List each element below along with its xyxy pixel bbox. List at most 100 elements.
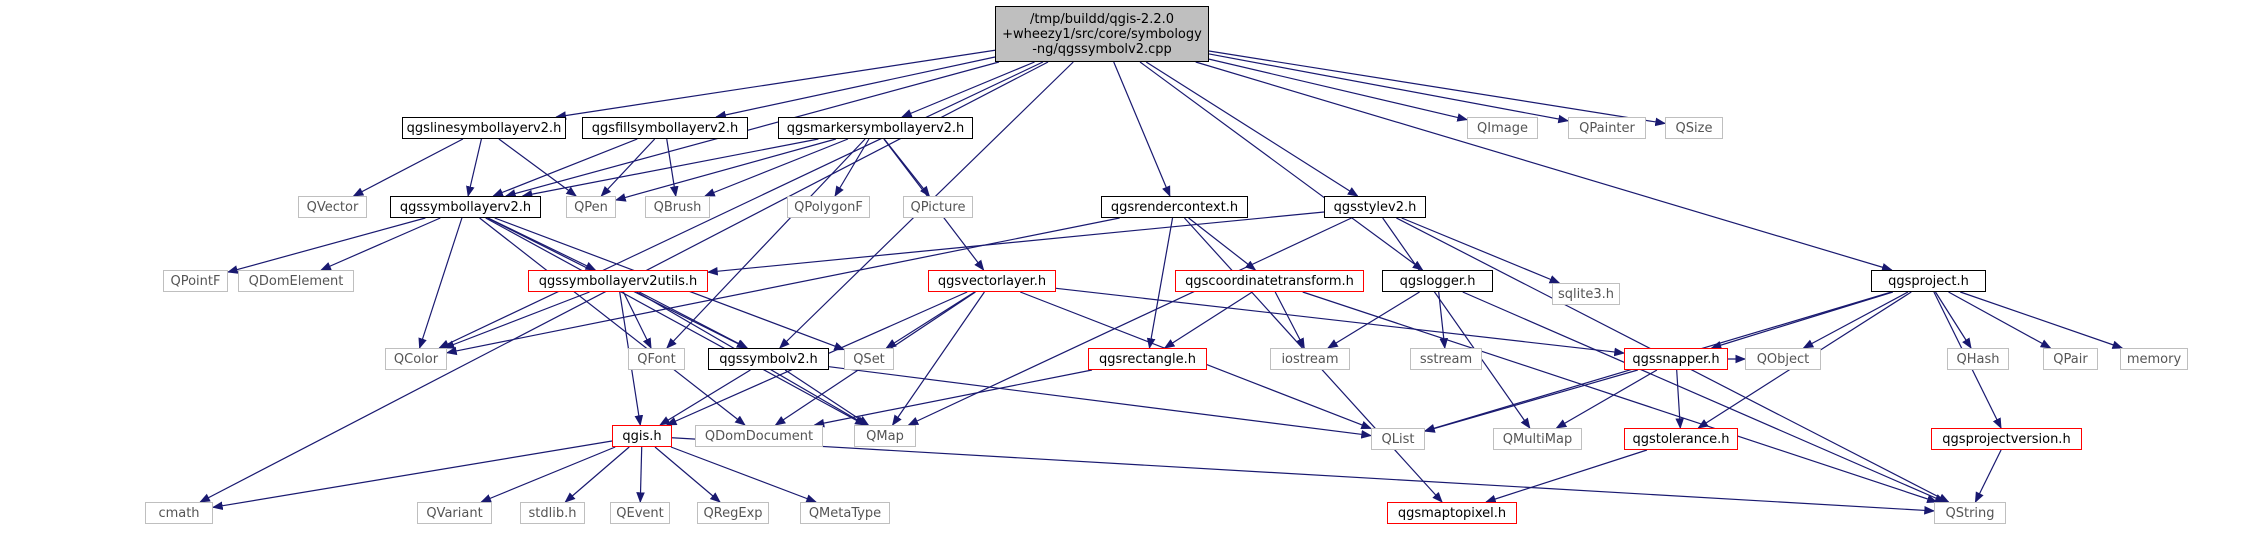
qgsprojectversion-label: qgsprojectversion.h <box>1942 431 2071 447</box>
qgssymbollayerv2utils-node[interactable]: qgssymbollayerv2utils.h <box>528 270 708 292</box>
edge-qgis-to-qvariant <box>480 446 616 503</box>
qhash-label: QHash <box>1956 351 2000 367</box>
qregexp-node: QRegExp <box>697 502 769 524</box>
qgslogger-label: qgslogger.h <box>1399 273 1476 289</box>
root-line-1: /tmp/buildd/qgis-2.2.0 <box>1029 11 1175 27</box>
qimage-label: QImage <box>1477 120 1528 136</box>
qgstolerance-label: qgstolerance.h <box>1632 431 1730 447</box>
qmultimap-label: QMultiMap <box>1502 431 1573 447</box>
qgssymbolv2-node[interactable]: qgssymbolv2.h <box>708 348 829 370</box>
edge-qgsproject-to-qgssnapper <box>1710 291 1894 350</box>
qgstolerance-node[interactable]: qgstolerance.h <box>1624 428 1738 450</box>
qgslogger-node[interactable]: qgslogger.h <box>1382 270 1493 292</box>
root-line-2: +wheezy1/src/core/symbology <box>1002 26 1202 42</box>
edge-qgslinesymbollayerv2-to-qgssymbollayerv2 <box>466 138 483 198</box>
edge-qgsvectorlayer-to-qgssnapper <box>1055 287 1626 357</box>
root-line-3: -ng/qgssymbolv2.cpp <box>1032 41 1172 57</box>
edge-qgslogger-to-qstring <box>1462 291 1946 503</box>
qcolor-label: QColor <box>393 351 439 367</box>
edge-qgsmarkersymbollayerv2-to-qpolygonf <box>834 138 870 197</box>
qmetatype-label: QMetaType <box>808 505 882 521</box>
edge-root-to-qgslogger <box>1139 61 1424 271</box>
qgsstylev2-node[interactable]: qgsstylev2.h <box>1324 196 1426 218</box>
iostream-label: iostream <box>1281 351 1339 367</box>
edge-qgsproject-to-qpair <box>1948 291 2052 349</box>
edge-root-to-qgsproject <box>1195 61 1893 272</box>
qgsfillsymbollayerv2-node[interactable]: qgsfillsymbollayerv2.h <box>582 117 748 139</box>
qgsmaptopixel-node[interactable]: qgsmaptopixel.h <box>1387 502 1517 524</box>
edge-qgssymbolv2-to-qmap <box>784 369 870 426</box>
edge-qgsrendercontext-to-qcolor <box>445 217 1120 356</box>
edge-qgssymbollayerv2-to-qmap <box>485 217 866 426</box>
qbrush-node: QBrush <box>645 196 710 218</box>
edge-qgsmarkersymbollayerv2-to-qgssymbollayerv2 <box>521 138 819 199</box>
qsize-label: QSize <box>1675 120 1713 136</box>
qgsprojectversion-node[interactable]: qgsprojectversion.h <box>1931 428 2082 450</box>
qgsproject-label: qgsproject.h <box>1888 273 1969 289</box>
qgsstylev2-label: qgsstylev2.h <box>1333 199 1417 215</box>
edge-qgsrendercontext-to-qgscoordinatetransform <box>1188 217 1257 271</box>
qmap-node: QMap <box>854 425 916 447</box>
stdlib-node: stdlib.h <box>520 502 585 524</box>
qgsproject-node[interactable]: qgsproject.h <box>1871 270 1986 292</box>
qgssnapper-node[interactable]: qgssnapper.h <box>1624 348 1728 370</box>
edge-qgslinesymbollayerv2-to-qvector <box>352 138 464 197</box>
edge-qgsstylev2-to-qgssymbollayerv2utils <box>706 211 1325 276</box>
qgsmaptopixel-label: qgsmaptopixel.h <box>1397 505 1507 521</box>
qgsvectorlayer-label: qgsvectorlayer.h <box>937 273 1047 289</box>
edge-qgssnapper-to-qgstolerance <box>1675 369 1685 430</box>
edge-qgsfillsymbollayerv2-to-qgssymbollayerv2 <box>492 138 638 197</box>
sstream-label: sstream <box>1419 351 1473 367</box>
qlist-label: QList <box>1381 431 1415 447</box>
qpolygonf-label: QPolygonF <box>794 199 863 215</box>
edge-qgis-to-qregexp <box>654 446 721 503</box>
edge-qgsproject-to-qhash <box>1934 291 1972 349</box>
qpointf-label: QPointF <box>170 273 221 289</box>
iostream-node: iostream <box>1270 348 1350 370</box>
edge-qgssnapper-to-qmultimap <box>1555 369 1658 429</box>
edge-qgssymbollayerv2-to-qcolor <box>418 217 463 350</box>
root-file-node[interactable]: /tmp/buildd/qgis-2.2.0 +wheezy1/src/core… <box>995 6 1209 62</box>
edge-qgssymbollayerv2-to-qpointf <box>226 217 426 274</box>
qgsrectangle-label: qgsrectangle.h <box>1098 351 1197 367</box>
qgsvectorlayer-node[interactable]: qgsvectorlayer.h <box>928 270 1056 292</box>
edge-qgsrendercontext-to-qgsrectangle <box>1146 217 1174 350</box>
qgscoordinatetransform-node[interactable]: qgscoordinatetransform.h <box>1175 270 1364 292</box>
qvector-label: QVector <box>306 199 359 215</box>
qgsmarkersymbollayerv2-node[interactable]: qgsmarkersymbollayerv2.h <box>778 117 973 139</box>
qvector-node: QVector <box>298 196 367 218</box>
qvariant-label: QVariant <box>426 505 483 521</box>
edge-qgssymbollayerv2-to-qdomdocument <box>479 217 746 426</box>
qgslinesymbollayerv2-label: qgslinesymbollayerv2.h <box>406 120 562 136</box>
qgsrendercontext-node[interactable]: qgsrendercontext.h <box>1101 196 1248 218</box>
qgis-node[interactable]: qgis.h <box>612 425 672 447</box>
edge-root-to-qgslinesymbollayerv2 <box>555 49 996 120</box>
edge-qgssymbollayerv2utils-to-qcolor <box>443 291 590 349</box>
qstring-node: QString <box>1934 502 2006 524</box>
edge-qgsprojectversion-to-qstring <box>1974 449 2002 503</box>
qdomelement-label: QDomElement <box>248 273 344 289</box>
edge-root-to-qgsrendercontext <box>1113 61 1171 197</box>
qgis-label: qgis.h <box>622 428 662 444</box>
qset-label: QSet <box>853 351 885 367</box>
qmetatype-node: QMetaType <box>800 502 890 524</box>
qgsrendercontext-label: qgsrendercontext.h <box>1110 199 1239 215</box>
sqlite3-node: sqlite3.h <box>1552 283 1620 305</box>
qgssymbollayerv2-node[interactable]: qgssymbollayerv2.h <box>390 196 541 218</box>
edge-qgsmarkersymbollayerv2-to-qpen <box>614 138 837 202</box>
qgsrectangle-node[interactable]: qgsrectangle.h <box>1088 348 1207 370</box>
qgslinesymbollayerv2-node[interactable]: qgslinesymbollayerv2.h <box>402 117 566 139</box>
edge-qgis-to-qstring <box>671 437 1936 515</box>
edge-root-to-qimage <box>1208 58 1469 122</box>
qpicture-node: QPicture <box>903 196 973 218</box>
edge-qgscoordinatetransform-to-qstring <box>1302 291 1938 504</box>
qpointf-node: QPointF <box>163 270 228 292</box>
edge-qgsstylev2-to-qmultimap <box>1382 217 1531 429</box>
qfont-node: QFont <box>628 348 685 370</box>
sstream-node: sstream <box>1410 348 1482 370</box>
edge-qgsproject-to-qobject <box>1802 291 1909 349</box>
qhash-node: QHash <box>1947 348 2009 370</box>
edge-qgscoordinatetransform-to-iostream <box>1274 291 1305 349</box>
qpicture-label: QPicture <box>910 199 966 215</box>
